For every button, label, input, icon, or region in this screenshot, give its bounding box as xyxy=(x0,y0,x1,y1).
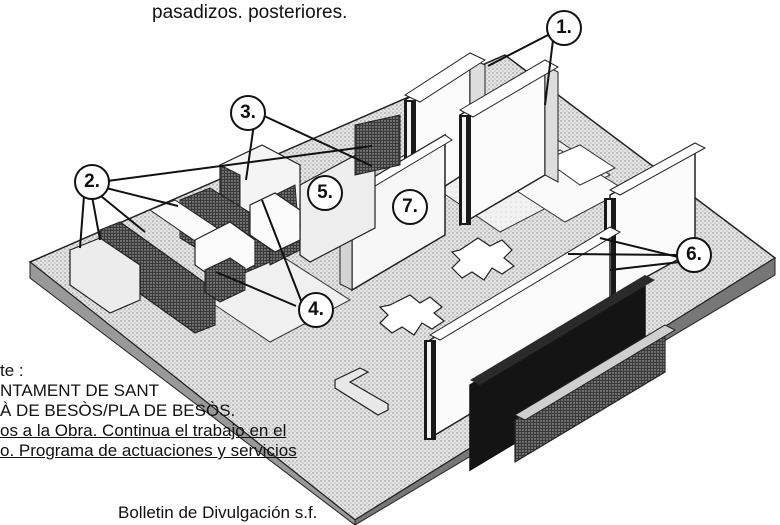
site-base-front-left xyxy=(29,260,356,525)
source-line-1: te : xyxy=(0,361,24,380)
leader-lines xyxy=(79,34,681,307)
callout-4: 4. xyxy=(298,292,334,328)
source-line-4: os a la Obra. Continua el trabajo en el xyxy=(0,421,287,440)
callout-3: 3. xyxy=(230,95,266,131)
source-line-6: Bolletin de Divulgación s.f. xyxy=(118,503,318,522)
block-6-back xyxy=(604,142,707,299)
source-line-2: NTAMENT DE SANT xyxy=(0,381,159,400)
source-line-3: À DE BESÒS/PLA DE BESÒS. xyxy=(0,401,236,420)
callout-5: 5. xyxy=(307,175,343,211)
cutout-plan-right xyxy=(450,237,516,281)
callout-6: 6. xyxy=(676,237,712,273)
source-line-5: o. Programa de actuaciones y servicios xyxy=(0,441,297,460)
callout-1: 1. xyxy=(546,10,582,46)
caption-text: pasadizos. posteriores. xyxy=(152,2,348,23)
callout-7: 7. xyxy=(392,189,428,225)
low-front-bar xyxy=(513,324,677,464)
callout-2: 2. xyxy=(74,164,110,200)
cutout-plan-left xyxy=(378,294,446,336)
block-4-group xyxy=(194,192,301,303)
block-1-right xyxy=(458,59,560,227)
l-shaped-piece xyxy=(334,367,389,416)
